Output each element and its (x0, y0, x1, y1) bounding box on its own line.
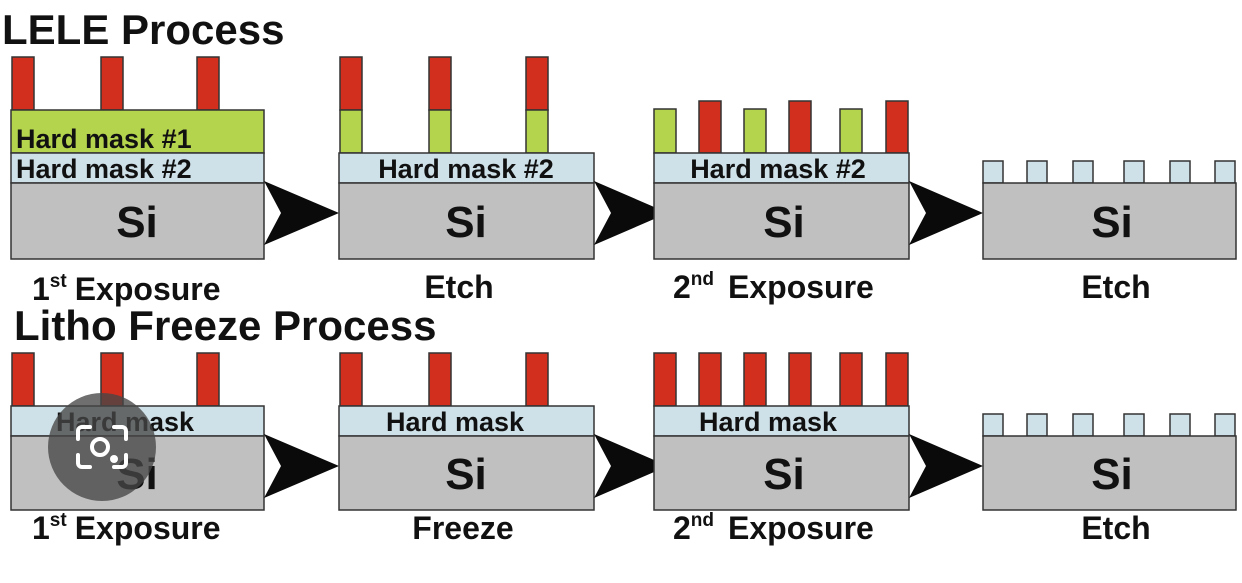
silicon-substrate (653, 182, 910, 260)
resist-line (339, 352, 363, 407)
silicon-substrate (653, 435, 910, 511)
resist-line (885, 100, 909, 154)
hard-mask-1-layer (10, 109, 265, 154)
hard-mask-line (982, 413, 1004, 437)
hard-mask-line (1026, 160, 1048, 184)
resist-line (428, 56, 452, 111)
resist-line (653, 352, 677, 407)
lf-step-3: Hard mask Si (653, 352, 910, 511)
si-label: Si (763, 198, 805, 247)
hard-mask-1-line (743, 108, 767, 154)
hard-mask-line (1214, 413, 1236, 437)
hard-mask-line (1026, 413, 1048, 437)
resist-line (11, 56, 35, 111)
si-label: Si (445, 450, 487, 499)
lele-step-2: Hard mask #2 Si (338, 56, 595, 260)
hard-mask-line (1072, 160, 1094, 184)
resist-line (885, 352, 909, 407)
resist-line (788, 352, 812, 407)
lf-step-4: Si (982, 413, 1237, 511)
lele-step-3: Hard mask #2 Si (653, 100, 910, 260)
arrow-icon (909, 181, 983, 245)
hard-mask-line (1123, 413, 1145, 437)
resist-line (698, 100, 722, 154)
silicon-substrate (982, 182, 1237, 260)
silicon-substrate (338, 182, 595, 260)
resist-line (100, 56, 124, 111)
resist-line (196, 56, 220, 111)
hard-mask-line (1169, 160, 1191, 184)
arrow-icon (594, 434, 668, 498)
si-label: Si (1091, 198, 1133, 247)
hard-mask-1-label: Hard mask #1 (16, 124, 192, 154)
resist-line (743, 352, 767, 407)
hard-mask-line (1072, 413, 1094, 437)
image-search-icon (76, 425, 128, 469)
resist-line (839, 352, 863, 407)
hard-mask-line (1169, 413, 1191, 437)
resist-line (525, 56, 549, 111)
hard-mask-line (1123, 160, 1145, 184)
si-label: Si (116, 198, 158, 247)
silicon-substrate (338, 435, 595, 511)
hard-mask-1-line (428, 109, 452, 154)
silicon-substrate (982, 435, 1237, 511)
litho-freeze-title: Litho Freeze Process (14, 302, 436, 349)
resist-line (788, 100, 812, 154)
hard-mask-2-label: Hard mask #2 (378, 154, 554, 184)
image-search-button[interactable] (48, 393, 156, 501)
lf-step-4-label: Etch (1081, 510, 1150, 546)
hard-mask-layer (338, 405, 595, 437)
resist-line (698, 352, 722, 407)
silicon-substrate (10, 182, 265, 260)
resist-line (428, 352, 452, 407)
si-label: Si (1091, 450, 1133, 499)
arrow-icon (909, 434, 983, 498)
hard-mask-1-line (839, 108, 863, 154)
hard-mask-2-layer (338, 152, 595, 184)
hard-mask-line (1214, 160, 1236, 184)
resist-line (525, 352, 549, 407)
hard-mask-2-label: Hard mask #2 (690, 154, 866, 184)
lele-step-1: Hard mask #1 Hard mask #2 Si (10, 56, 265, 260)
lele-step-4: Si (982, 160, 1237, 260)
hard-mask-1-line (525, 109, 549, 154)
resist-line (11, 352, 35, 407)
lele-step-4-label: Etch (1081, 269, 1150, 305)
hard-mask-2-layer (10, 152, 265, 184)
arrow-icon (594, 181, 668, 245)
arrow-icon (264, 181, 339, 245)
lf-step-2: Hard mask Si (338, 352, 595, 511)
hard-mask-1-line (653, 108, 677, 154)
hard-mask-2-layer (653, 152, 910, 184)
hard-mask-label: Hard mask (699, 407, 838, 437)
hard-mask-layer (653, 405, 910, 437)
lele-title: LELE Process (2, 6, 284, 53)
hard-mask-2-label: Hard mask #2 (16, 154, 192, 184)
si-label: Si (445, 198, 487, 247)
arrow-icon (264, 434, 339, 498)
hard-mask-line (982, 160, 1004, 184)
lele-step-2-label: Etch (424, 269, 493, 305)
hard-mask-1-line (339, 109, 363, 154)
lf-step-2-label: Freeze (412, 510, 513, 546)
hard-mask-label: Hard mask (386, 407, 525, 437)
resist-line (196, 352, 220, 407)
resist-line (339, 56, 363, 111)
si-label: Si (763, 450, 805, 499)
